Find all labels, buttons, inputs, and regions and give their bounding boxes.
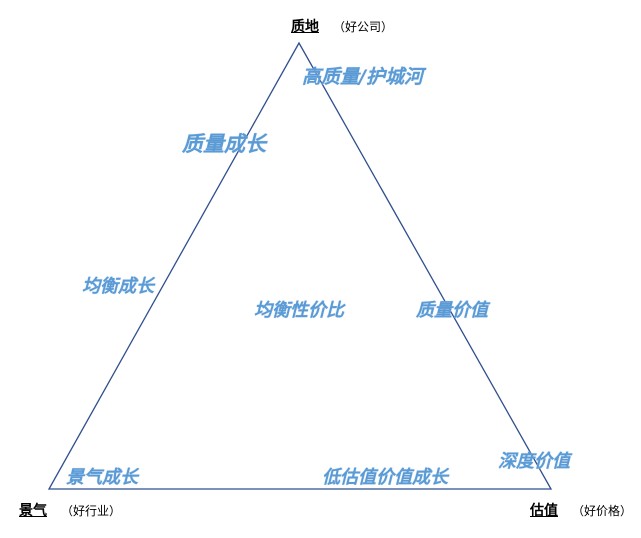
vertex-left-label: 景气 <box>19 503 47 519</box>
vertex-right: 估值 （好价格） <box>530 500 632 520</box>
triangle-outline <box>47 41 553 490</box>
zone-quality-growth: 质量成长 <box>182 132 266 156</box>
zone-balanced-growth: 均衡成长 <box>82 276 154 297</box>
zone-low-valuation-value-growth: 低估值价值成长 <box>322 467 448 488</box>
vertex-top-label: 质地 <box>291 19 319 35</box>
vertex-right-label: 估值 <box>530 503 558 519</box>
zone-high-quality-moat: 高质量/护城河 <box>302 66 423 88</box>
zone-balanced-value-for-money: 均衡性价比 <box>254 300 344 321</box>
zone-prosperity-growth: 景气成长 <box>66 467 138 488</box>
vertex-right-note: （好价格） <box>572 504 633 518</box>
zone-deep-value: 深度价值 <box>498 451 570 472</box>
zone-quality-value: 质量价值 <box>416 300 488 321</box>
vertex-top: 质地 （好公司） <box>291 16 393 36</box>
vertex-left-note: （好行业） <box>61 504 122 518</box>
vertex-top-note: （好公司） <box>333 20 394 34</box>
vertex-left: 景气 （好行业） <box>19 500 121 520</box>
